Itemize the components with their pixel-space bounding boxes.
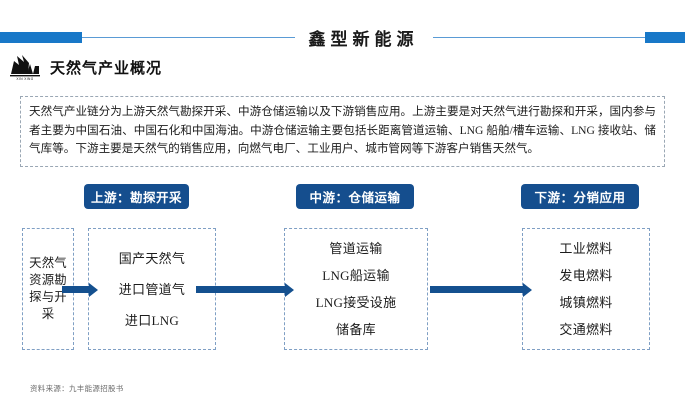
list-item: LNG接受设施 <box>315 295 397 310</box>
downstream-items-box: 工业燃料 发电燃料 城镇燃料 交通燃料 <box>522 228 650 350</box>
flow-arrow-icon <box>62 282 98 297</box>
list-item: 进口LNG <box>124 312 180 328</box>
list-item: 进口管道气 <box>118 281 186 297</box>
intro-paragraph: 天然气产业链分为上游天然气勘探开采、中游仓储运输以及下游销售应用。上游主要是对天… <box>29 105 656 155</box>
intro-textbox: 天然气产业链分为上游天然气勘探开采、中游仓储运输以及下游销售应用。上游主要是对天… <box>20 96 665 167</box>
list-item: 交通燃料 <box>559 322 613 337</box>
resource-line-2: 资源勘 <box>29 273 67 287</box>
stage-pill-upstream[interactable]: 上游：勘探开采 <box>84 184 189 209</box>
list-item: 发电燃料 <box>559 268 613 283</box>
resource-line-3: 探与开 <box>29 290 67 304</box>
arrow-shaft <box>62 286 89 293</box>
resource-line-1: 天然气 <box>29 256 67 270</box>
arrow-head <box>285 282 294 297</box>
flow-arrow-icon <box>430 282 532 297</box>
upstream-items-box: 国产天然气 进口管道气 进口LNG <box>88 228 216 350</box>
list-item: 工业燃料 <box>559 241 613 256</box>
arrow-shaft <box>430 286 523 293</box>
natural-gas-resource-box: 天然气 资源勘 探与开 采 <box>22 228 74 350</box>
arrow-head <box>523 282 532 297</box>
list-item: 储备库 <box>336 322 376 337</box>
accent-bar-left <box>0 31 82 43</box>
list-item: LNG船运输 <box>322 268 390 283</box>
midstream-items-box: 管道运输 LNG船运输 LNG接受设施 储备库 <box>284 228 428 350</box>
list-item: 城镇燃料 <box>559 295 613 310</box>
logo-subtext: XIN XING <box>16 77 34 81</box>
arrow-shaft <box>196 286 285 293</box>
flow-arrow-icon <box>196 282 294 297</box>
xin-xing-logo-icon: XIN XING <box>8 54 42 81</box>
arrow-head <box>89 282 98 297</box>
section-title: 天然气产业概况 <box>50 59 163 77</box>
stage-pill-downstream[interactable]: 下游：分销应用 <box>521 184 639 209</box>
page-title: 鑫型新能源 <box>308 29 419 49</box>
stage-pill-midstream[interactable]: 中游：仓储运输 <box>296 184 414 209</box>
title-rule-right <box>432 36 645 38</box>
list-item: 管道运输 <box>329 241 383 256</box>
title-rule-left <box>82 36 295 38</box>
source-note: 资料来源：九丰能源招股书 <box>30 384 124 393</box>
title-band: 鑫型新能源 <box>0 24 685 50</box>
resource-line-4: 采 <box>41 307 55 321</box>
section-heading: XIN XING 天然气产业概况 <box>8 54 163 81</box>
list-item: 国产天然气 <box>118 250 186 266</box>
accent-bar-right <box>645 31 685 43</box>
